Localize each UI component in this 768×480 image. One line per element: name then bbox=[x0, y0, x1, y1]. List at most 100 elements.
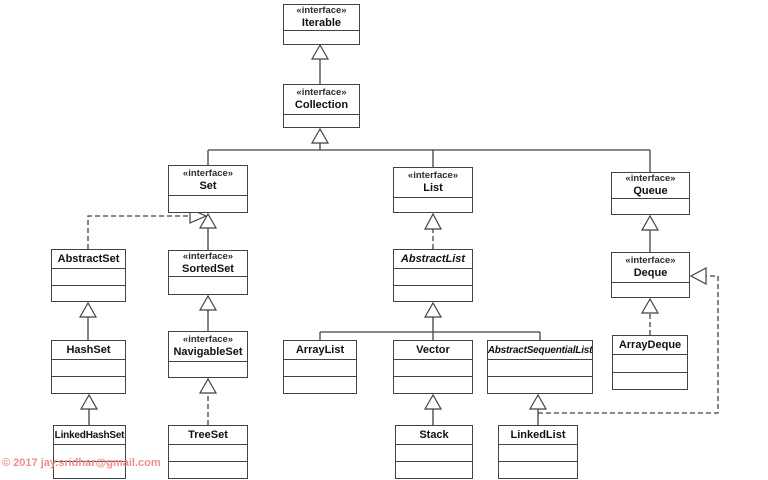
attributes-compartment bbox=[394, 359, 472, 376]
class-box-hashset: HashSet bbox=[51, 340, 126, 394]
class-name: Queue bbox=[633, 185, 668, 197]
edge-hashset-extends-abstractset bbox=[78, 301, 98, 340]
class-title: LinkedList bbox=[499, 426, 577, 444]
class-name: HashSet bbox=[66, 343, 111, 356]
class-name: Set bbox=[199, 180, 217, 192]
stereotype-label: «interface» bbox=[296, 5, 347, 16]
attributes-compartment bbox=[169, 444, 247, 461]
class-box-queue: «interface» Queue bbox=[611, 172, 690, 215]
class-box-sortedset: «interface» SortedSet bbox=[168, 250, 248, 295]
edge-lists-extend-abstractlist bbox=[319, 301, 541, 340]
class-name: AbstractSequentialList bbox=[487, 344, 593, 356]
class-title: «interface» Queue bbox=[612, 173, 689, 198]
attributes-compartment bbox=[499, 444, 577, 461]
realization-arrowhead bbox=[198, 377, 218, 394]
class-name: Iterable bbox=[301, 17, 342, 29]
operations-compartment bbox=[488, 376, 592, 393]
class-name: NavigableSet bbox=[173, 346, 243, 358]
generalization-arrowhead bbox=[79, 393, 99, 410]
attributes-compartment bbox=[54, 444, 125, 461]
class-title: TreeSet bbox=[169, 426, 247, 444]
realization-arrowhead bbox=[689, 267, 707, 285]
operations-compartment bbox=[54, 461, 125, 478]
class-title: AbstractSequentialList bbox=[487, 341, 593, 359]
class-title: «interface» Collection bbox=[284, 85, 359, 114]
realization-arrowhead bbox=[640, 297, 660, 314]
attributes-compartment bbox=[284, 359, 356, 376]
generalization-arrowhead bbox=[528, 393, 548, 410]
edge-set-list-queue-extend-collection bbox=[207, 127, 651, 172]
class-title: «interface» NavigableSet bbox=[169, 332, 247, 361]
attributes-compartment bbox=[394, 268, 472, 285]
edge-abstractlist-implements-list bbox=[424, 212, 442, 249]
attributes-compartment bbox=[169, 276, 247, 294]
attributes-compartment bbox=[612, 282, 689, 297]
edge-linkedlist-implements-deque bbox=[538, 267, 719, 414]
class-name: LinkedList bbox=[510, 428, 566, 441]
operations-compartment bbox=[613, 371, 687, 390]
class-box-abstractsequentiallist: AbstractSequentialList bbox=[487, 340, 593, 394]
edge-sortedset-extends-set bbox=[198, 212, 218, 250]
generalization-arrowhead bbox=[640, 214, 660, 231]
class-box-stack: Stack bbox=[395, 425, 473, 479]
edge-deque-extends-queue bbox=[640, 214, 660, 252]
class-title: HashSet bbox=[52, 341, 125, 359]
edge-linkedlist-extends-abstractsequentiallist bbox=[528, 393, 548, 425]
stereotype-label: «interface» bbox=[625, 255, 676, 266]
generalization-arrowhead bbox=[310, 127, 330, 144]
operations-compartment bbox=[396, 461, 472, 478]
edge-linkedhashset-extends-hashset bbox=[79, 393, 99, 425]
stereotype-label: «interface» bbox=[182, 251, 234, 262]
class-name: TreeSet bbox=[188, 428, 228, 441]
generalization-arrowhead bbox=[423, 393, 443, 410]
class-title: AbstractList bbox=[394, 250, 472, 268]
copyright-watermark: © 2017 jay.sridhar@gmail.com bbox=[2, 457, 161, 469]
class-title: Stack bbox=[396, 426, 472, 444]
class-title: LinkedHashSet bbox=[54, 426, 125, 444]
operations-compartment bbox=[394, 376, 472, 393]
class-title: ArrayDeque bbox=[613, 336, 687, 354]
operations-compartment bbox=[499, 461, 577, 478]
edge-arraydeque-implements-deque bbox=[640, 297, 660, 335]
class-title: «interface» Set bbox=[169, 166, 247, 195]
edge-collection-extends-iterable bbox=[310, 43, 330, 84]
class-title: «interface» Iterable bbox=[284, 5, 359, 30]
stereotype-label: «interface» bbox=[625, 173, 676, 184]
class-name: List bbox=[423, 182, 443, 194]
generalization-arrowhead bbox=[198, 212, 218, 229]
attributes-compartment bbox=[612, 198, 689, 214]
class-box-linkedhashset: LinkedHashSet bbox=[53, 425, 126, 479]
attributes-compartment bbox=[488, 359, 592, 376]
operations-compartment bbox=[52, 284, 125, 302]
operations-compartment bbox=[284, 376, 356, 393]
class-box-arraydeque: ArrayDeque bbox=[612, 335, 688, 390]
class-name: Stack bbox=[419, 428, 449, 441]
generalization-arrowhead bbox=[78, 301, 98, 318]
stereotype-label: «interface» bbox=[407, 170, 459, 181]
class-name: LinkedHashSet bbox=[54, 429, 125, 441]
realization-arrowhead bbox=[424, 212, 442, 230]
edge-abstractset-implements-set bbox=[87, 208, 208, 249]
class-box-collection: «interface» Collection bbox=[283, 84, 360, 128]
class-name: AbstractSet bbox=[57, 252, 120, 265]
operations-compartment bbox=[52, 376, 125, 393]
edge-treeset-implements-navigableset bbox=[198, 377, 218, 425]
class-title: «interface» List bbox=[394, 168, 472, 197]
class-name: Collection bbox=[294, 99, 349, 111]
class-box-iterable: «interface» Iterable bbox=[283, 4, 360, 45]
class-name: ArrayDeque bbox=[618, 338, 682, 351]
attributes-compartment bbox=[52, 268, 125, 285]
class-box-arraylist: ArrayList bbox=[283, 340, 357, 394]
attributes-compartment bbox=[169, 195, 247, 212]
class-title: ArrayList bbox=[284, 341, 356, 359]
operations-compartment bbox=[394, 284, 472, 302]
attributes-compartment bbox=[613, 354, 687, 372]
stereotype-label: «interface» bbox=[182, 168, 234, 179]
class-name: SortedSet bbox=[182, 263, 234, 275]
class-title: AbstractSet bbox=[52, 250, 125, 268]
class-box-set: «interface» Set bbox=[168, 165, 248, 213]
attributes-compartment bbox=[396, 444, 472, 461]
class-box-treeset: TreeSet bbox=[168, 425, 248, 479]
